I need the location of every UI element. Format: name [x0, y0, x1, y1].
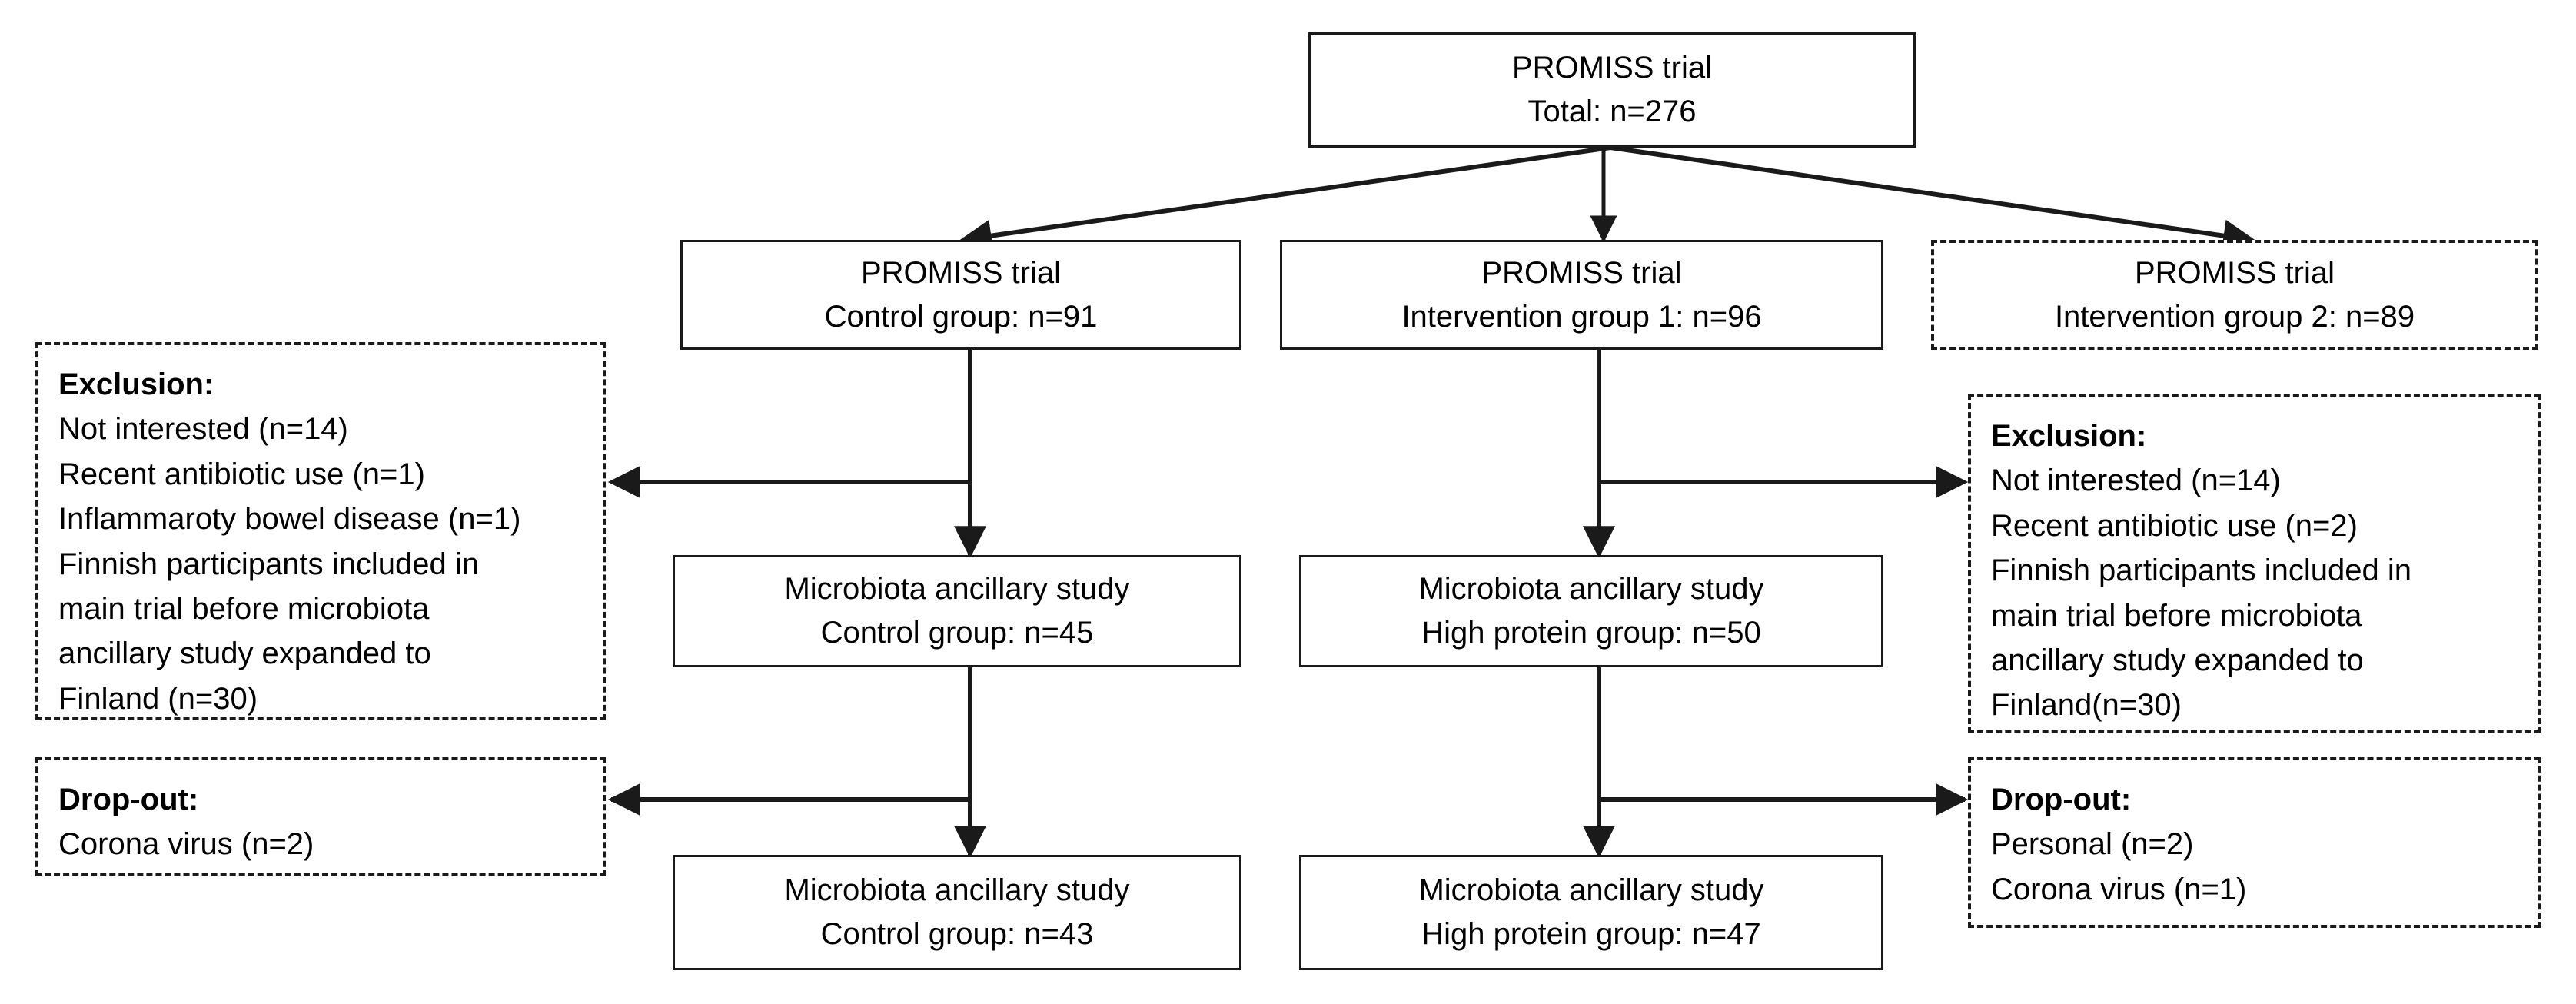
node-exclusion-right-line-2: Not interested (n=14): [1991, 464, 2281, 498]
node-intervention-group-1-line-1: PROMISS trial: [1481, 255, 1682, 290]
node-exclusion-left-line-2: Not interested (n=14): [58, 412, 348, 447]
node-dropout-right-line-3: Corona virus (n=1): [1991, 872, 2247, 906]
node-intervention-group-2[interactable]: PROMISS trial Intervention group 2: n=89: [1931, 240, 2538, 350]
node-intervention-group-2-line-2: Intervention group 2: n=89: [2054, 299, 2415, 334]
node-ancillary-high-protein-47-line-2: High protein group: n=47: [1421, 917, 1761, 951]
node-exclusion-left-line-1: Exclusion:: [58, 367, 214, 401]
node-control-group[interactable]: PROMISS trial Control group: n=91: [680, 240, 1241, 350]
node-ancillary-control-45-line-1: Microbiota ancillary study: [784, 572, 1130, 607]
node-ancillary-control-45-line-2: Control group: n=45: [820, 616, 1094, 650]
node-dropout-left-line-1: Drop-out:: [58, 783, 199, 816]
node-exclusion-right-line-7: Finland(n=30): [1991, 688, 2182, 723]
node-dropout-left[interactable]: Drop-out: Corona virus (n=2): [35, 757, 606, 876]
node-root-line-1: PROMISS trial: [1511, 51, 1713, 85]
node-control-group-line-1: PROMISS trial: [860, 255, 1062, 290]
node-ancillary-high-protein-47-line-1: Microbiota ancillary study: [1418, 873, 1764, 908]
node-dropout-right-line-1: Drop-out:: [1991, 783, 2132, 816]
node-exclusion-left-line-6: main trial before microbiota: [58, 591, 430, 626]
node-exclusion-right-line-6: ancillary study expanded to: [1991, 643, 2364, 677]
node-root[interactable]: PROMISS trial Total: n=276: [1308, 32, 1916, 148]
node-intervention-group-1[interactable]: PROMISS trial Intervention group 1: n=96: [1280, 240, 1883, 350]
node-root-line-2: Total: n=276: [1527, 95, 1697, 128]
node-intervention-group-1-line-2: Intervention group 1: n=96: [1401, 299, 1762, 334]
node-exclusion-left-line-7: ancillary study expanded to: [58, 637, 431, 671]
node-exclusion-right-line-5: main trial before microbiota: [1991, 598, 2362, 633]
node-ancillary-high-protein-50[interactable]: Microbiota ancillary study High protein …: [1299, 555, 1883, 667]
node-exclusion-left[interactable]: Exclusion: Not interested (n=14) Recent …: [35, 342, 606, 720]
node-ancillary-control-45[interactable]: Microbiota ancillary study Control group…: [673, 555, 1241, 667]
node-ancillary-control-43-line-1: Microbiota ancillary study: [784, 873, 1130, 908]
node-exclusion-right[interactable]: Exclusion: Not interested (n=14) Recent …: [1968, 394, 2541, 733]
node-ancillary-high-protein-47[interactable]: Microbiota ancillary study High protein …: [1299, 855, 1883, 970]
node-dropout-left-line-2: Corona virus (n=2): [58, 827, 314, 862]
node-control-group-line-2: Control group: n=91: [824, 299, 1098, 334]
edge-root-to-intervention-2: [1610, 145, 2256, 252]
node-exclusion-left-line-4: Inflammaroty bowel disease (n=1): [58, 502, 521, 537]
node-ancillary-high-protein-50-line-1: Microbiota ancillary study: [1418, 572, 1764, 607]
edge-root-to-control: [959, 145, 1611, 252]
node-exclusion-right-line-3: Recent antibiotic use (n=2): [1991, 508, 2358, 543]
node-ancillary-high-protein-50-line-2: High protein group: n=50: [1421, 616, 1761, 650]
node-exclusion-left-line-8: Finland (n=30): [58, 681, 258, 716]
node-ancillary-control-43-line-2: Control group: n=43: [820, 917, 1094, 951]
node-exclusion-right-line-1: Exclusion:: [1991, 419, 2147, 453]
node-exclusion-right-line-4: Finnish participants included in: [1991, 554, 2411, 588]
node-exclusion-left-line-5: Finnish participants included in: [58, 547, 479, 581]
node-exclusion-left-line-3: Recent antibiotic use (n=1): [58, 457, 425, 491]
node-ancillary-control-43[interactable]: Microbiota ancillary study Control group…: [673, 855, 1241, 970]
node-dropout-right-line-2: Personal (n=2): [1991, 827, 2194, 862]
node-dropout-right[interactable]: Drop-out: Personal (n=2) Corona virus (n…: [1968, 757, 2541, 928]
node-intervention-group-2-line-1: PROMISS trial: [2134, 255, 2335, 290]
